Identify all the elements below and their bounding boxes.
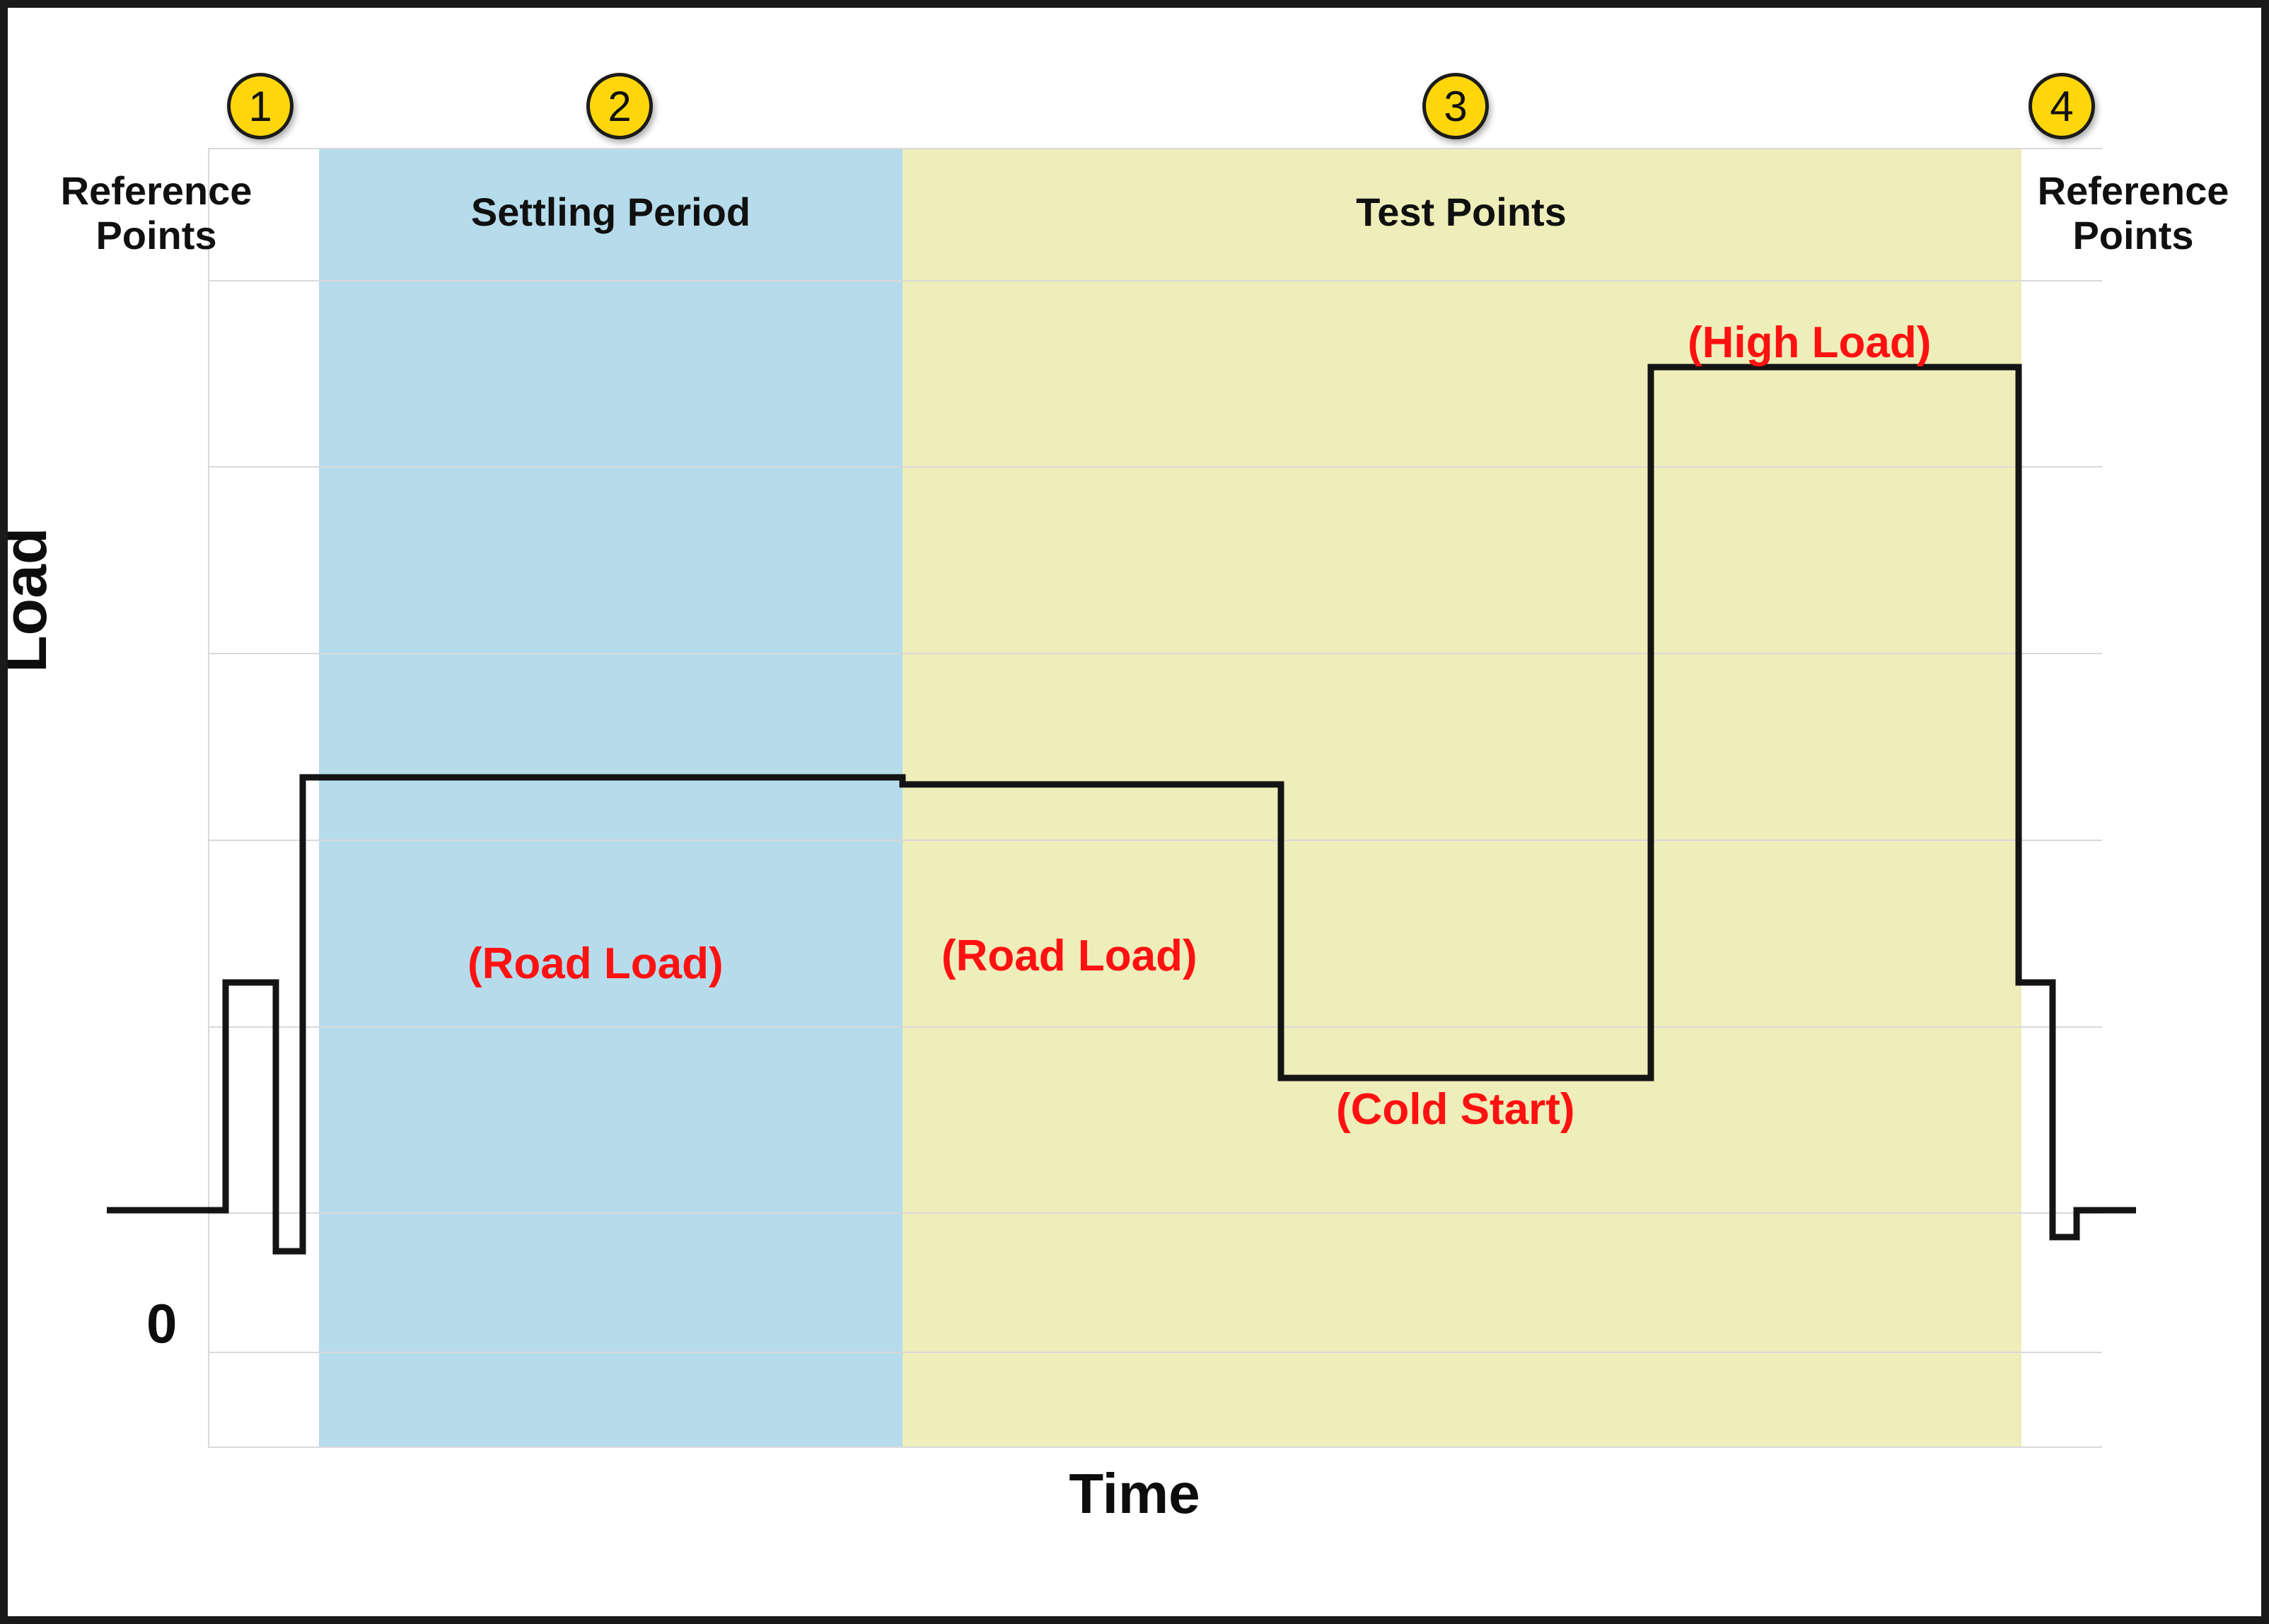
- gridline: [208, 1026, 2102, 1028]
- annotation-road-load-test: (Road Load): [941, 932, 1197, 980]
- load-profile-line: [107, 364, 2136, 1255]
- callout-badge-1: 1: [227, 73, 294, 139]
- gridline: [208, 148, 2102, 149]
- region-heading-test-points: Test Points: [1356, 190, 1567, 234]
- chart-stage: Load Time 0 Reference Points Settling Pe…: [8, 8, 2261, 1616]
- gridline: [208, 1212, 2102, 1214]
- settling-period-band: [319, 148, 903, 1448]
- annotation-cold-start: (Cold Start): [1336, 1085, 1575, 1134]
- callout-badge-2: 2: [586, 73, 653, 139]
- region-heading-reference-right: Reference Points: [2027, 168, 2239, 257]
- y-axis-spine: [208, 148, 209, 1448]
- region-heading-line-1: Reference: [2037, 168, 2229, 213]
- y-axis-zero-tick-label: 0: [146, 1292, 178, 1355]
- gridline: [208, 653, 2102, 654]
- gridline: [208, 840, 2102, 841]
- gridline: [208, 1446, 2102, 1448]
- region-heading-reference-left: Reference Points: [50, 168, 262, 257]
- annotation-high-load: (High Load): [1688, 318, 1932, 367]
- callout-badge-3: 3: [1422, 73, 1489, 139]
- load-profile-chart: [107, 364, 2136, 1255]
- plot-area: [107, 148, 2136, 1448]
- region-heading-line-2: Points: [2072, 212, 2194, 257]
- annotation-road-load-settling: (Road Load): [468, 939, 724, 988]
- y-axis-title: Load: [0, 527, 59, 673]
- gridline: [208, 280, 2102, 282]
- region-heading-line-1: Reference: [60, 168, 253, 213]
- region-heading-line-2: Points: [95, 212, 217, 257]
- gridline: [208, 1352, 2102, 1353]
- gridline: [208, 466, 2102, 468]
- callout-badge-4: 4: [2029, 73, 2095, 139]
- x-axis-title: Time: [1069, 1462, 1200, 1525]
- region-heading-settling-period: Settling Period: [470, 190, 751, 234]
